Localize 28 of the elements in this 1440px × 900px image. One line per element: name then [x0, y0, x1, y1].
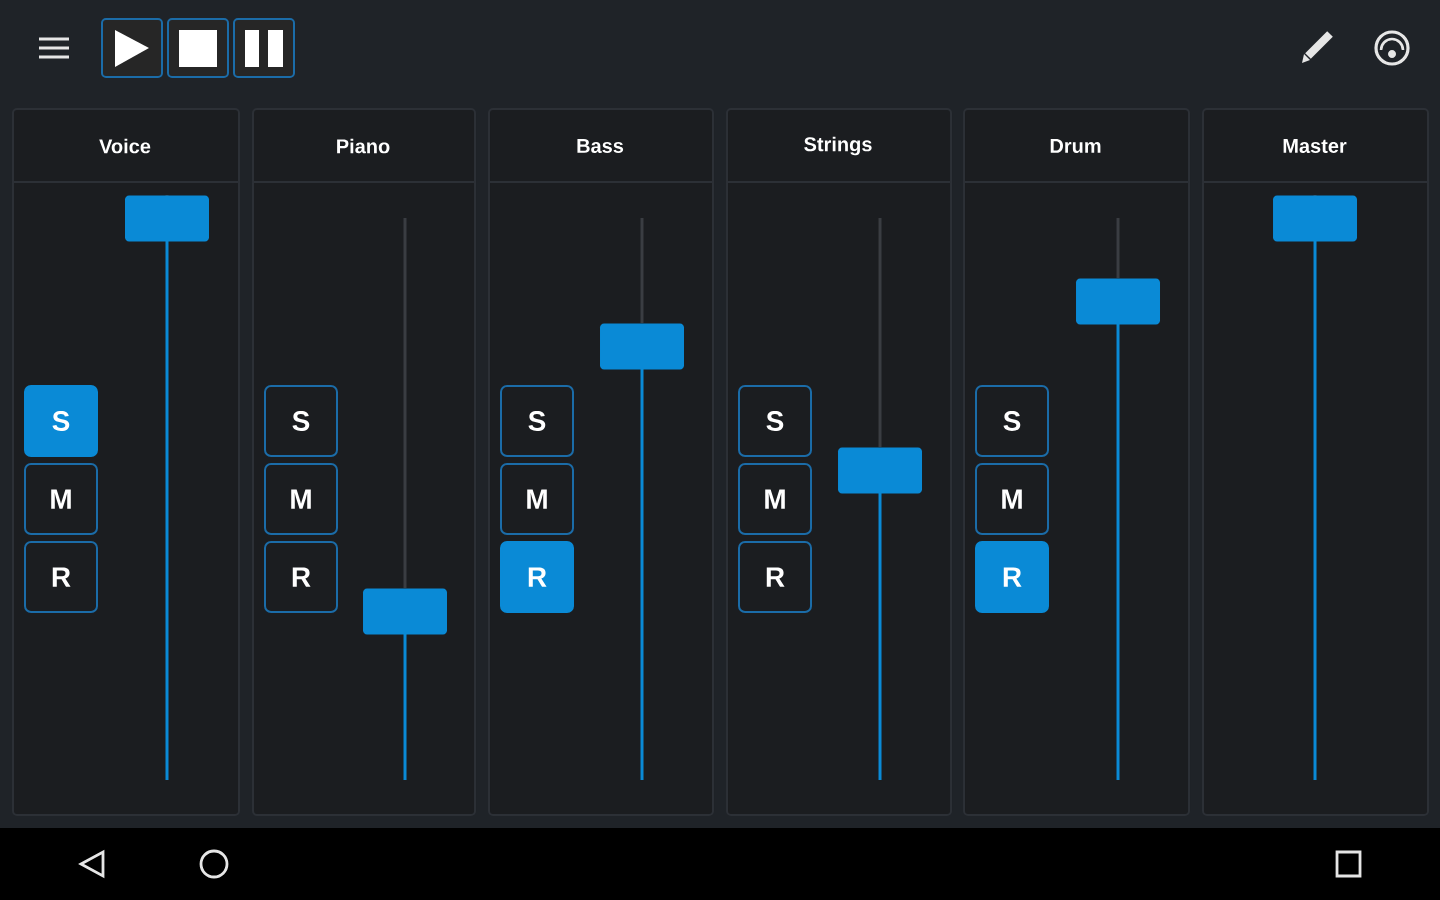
- toggle-button: M: [24, 463, 98, 535]
- fader-knob: [600, 323, 684, 370]
- toggle-button: S: [500, 385, 574, 457]
- fader-knob: [125, 195, 209, 242]
- toggle-button: R: [975, 541, 1049, 613]
- toggle-button: M: [975, 463, 1049, 535]
- channel-label: Drum: [1050, 139, 1101, 153]
- toggle-button: R: [264, 541, 338, 613]
- toggle-button: R: [738, 541, 812, 613]
- toggle-button: S: [24, 385, 98, 457]
- fader-knob: [838, 447, 922, 494]
- channel-label: Bass: [577, 139, 624, 153]
- toggle-button: M: [500, 463, 574, 535]
- channel-label: Voice: [99, 138, 151, 154]
- toggle-button: M: [738, 463, 812, 535]
- toggle-button: R: [24, 541, 98, 613]
- fader-knob: [1273, 195, 1357, 242]
- toggle-button: S: [264, 385, 338, 457]
- toggle-button: S: [738, 385, 812, 457]
- toggle-button: M: [264, 463, 338, 535]
- toggle-button: S: [975, 385, 1049, 457]
- toggle-button: R: [500, 541, 574, 613]
- channel-label: Piano: [337, 138, 390, 154]
- channel-label: Master: [1283, 139, 1347, 153]
- channel-label: Strings: [804, 136, 872, 156]
- fader-knob: [363, 588, 447, 635]
- fader-knob: [1076, 278, 1160, 325]
- channel-strip: [1201, 108, 1429, 816]
